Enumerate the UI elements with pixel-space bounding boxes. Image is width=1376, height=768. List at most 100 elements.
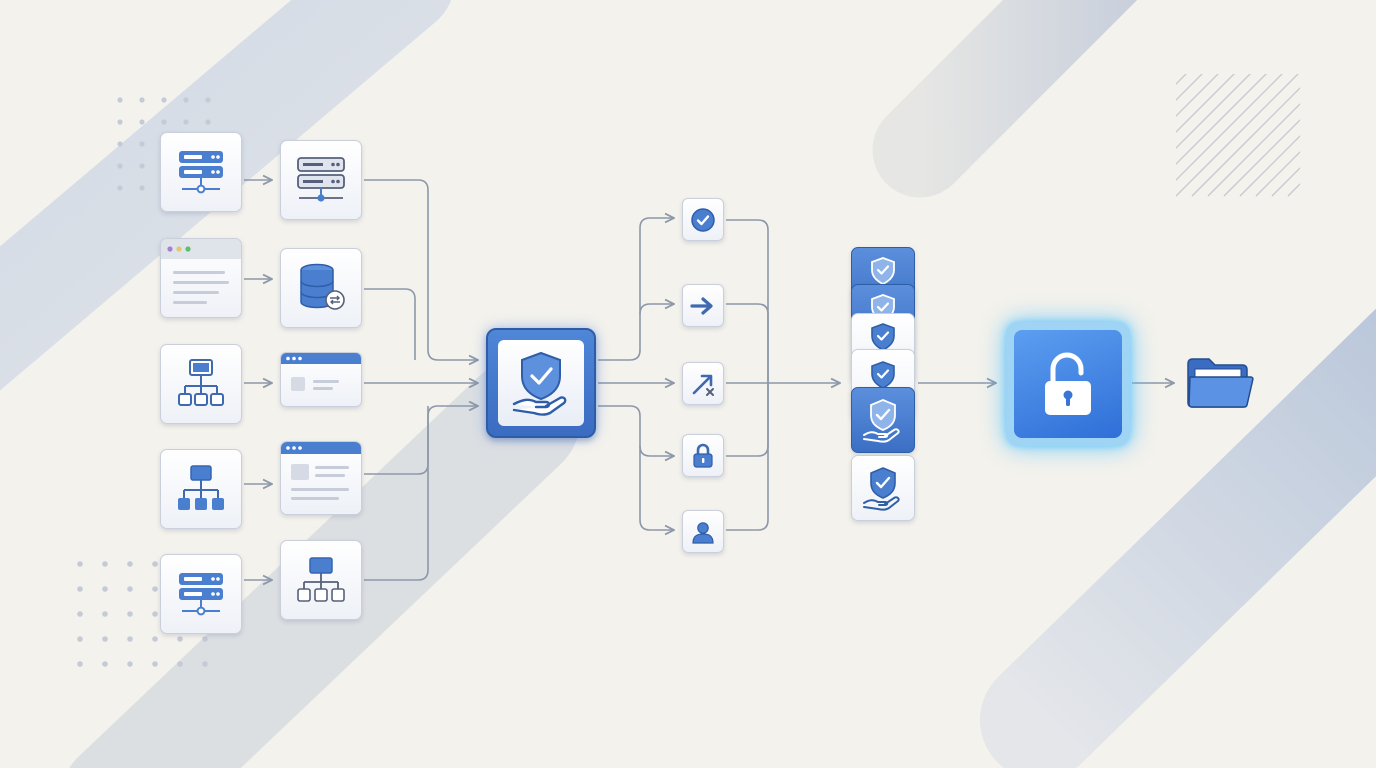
unlock-inner-panel <box>1014 330 1122 438</box>
transform-node-web-page[interactable] <box>280 352 362 407</box>
web-page-icon <box>281 353 361 391</box>
hatch-line <box>1271 167 1300 197</box>
decorative-dot <box>77 561 83 567</box>
connector-arrow <box>364 288 416 360</box>
decorative-dot <box>152 611 158 617</box>
connector-arrow <box>364 179 478 360</box>
decorative-dot <box>152 561 158 567</box>
decorative-dot <box>117 163 123 169</box>
decorative-dot <box>102 586 108 592</box>
decorative-dot <box>102 561 108 567</box>
shield-hand-check-icon <box>863 467 900 511</box>
hatch-line <box>1191 87 1300 197</box>
connector-arrow <box>726 383 769 531</box>
check-node-verified[interactable] <box>682 198 724 241</box>
decorative-dot <box>102 611 108 617</box>
check-node-locked[interactable] <box>682 434 724 477</box>
computer-network-icon <box>178 359 224 406</box>
decorative-dot <box>139 141 145 147</box>
connector-arrow <box>726 303 769 383</box>
decorative-dot <box>102 661 108 667</box>
decorative-dot <box>205 97 211 103</box>
hatch-line <box>1207 103 1300 197</box>
decorative-dot <box>77 586 83 592</box>
source-node-hierarchy[interactable] <box>160 449 242 529</box>
decorative-dot <box>183 119 189 125</box>
folder-icon[interactable] <box>1185 355 1255 411</box>
lock-icon <box>693 443 713 468</box>
hatch-line <box>1176 74 1203 101</box>
hierarchy-icon <box>297 557 345 602</box>
check-circle-icon <box>691 207 715 232</box>
unlock-access-node[interactable] <box>1006 322 1130 446</box>
decorative-dot <box>117 185 123 191</box>
hatch-line <box>1223 119 1300 197</box>
decorative-dot <box>139 97 145 103</box>
decorative-dot <box>152 636 158 642</box>
decorative-dot <box>205 119 211 125</box>
decorative-dot <box>117 141 123 147</box>
decorative-dot <box>183 97 189 103</box>
decorative-dot <box>202 661 208 667</box>
source-node-browser[interactable] <box>160 238 242 318</box>
hatch-line <box>1176 74 1283 181</box>
connector-arrow <box>639 304 674 315</box>
source-node-computer-network[interactable] <box>160 344 242 424</box>
connector-arrow <box>598 405 674 456</box>
transform-node-web-document[interactable] <box>280 441 362 515</box>
diagonal-band <box>872 0 1138 198</box>
transform-node-database[interactable] <box>280 248 362 328</box>
stack-card-shield-hand[interactable] <box>851 455 915 521</box>
decorative-dot <box>127 586 133 592</box>
decorative-dot <box>139 185 145 191</box>
hatch-line <box>1239 135 1300 197</box>
check-node-rejected[interactable] <box>682 362 724 405</box>
connector-arrow <box>598 218 674 361</box>
connector-arrow <box>726 219 769 383</box>
decorative-dot <box>177 661 183 667</box>
hatch-pattern <box>1176 74 1300 197</box>
hierarchy-icon <box>178 465 224 510</box>
transform-node-hierarchy[interactable] <box>280 540 362 620</box>
decorative-dot <box>102 636 108 642</box>
hatch-line <box>1176 74 1219 117</box>
decorative-dot <box>127 661 133 667</box>
diagonal-band <box>980 308 1376 768</box>
server-rack-icon <box>179 151 223 194</box>
arrow-right-icon <box>690 296 713 315</box>
source-node-server[interactable] <box>160 554 242 634</box>
connector-arrow <box>364 406 478 475</box>
diagonal-band <box>0 0 451 391</box>
hatch-line <box>1176 74 1251 149</box>
decorative-dot <box>177 636 183 642</box>
connector-arrow <box>726 383 769 457</box>
source-node-server[interactable] <box>160 132 242 212</box>
decorative-dot <box>161 97 167 103</box>
decorative-dot <box>77 661 83 667</box>
hatch-line <box>1255 151 1300 197</box>
database-sync-icon <box>300 263 345 310</box>
decorative-dot <box>152 586 158 592</box>
check-node-user[interactable] <box>682 510 724 553</box>
decorative-dot <box>127 636 133 642</box>
hatch-line <box>1176 74 1235 133</box>
user-icon <box>692 521 714 544</box>
shield-check-icon <box>871 257 895 286</box>
check-node-forward[interactable] <box>682 284 724 327</box>
decorative-dot <box>117 97 123 103</box>
shield-hand-check-icon <box>863 399 900 443</box>
transform-node-server[interactable] <box>280 140 362 220</box>
unlock-icon <box>1045 352 1091 415</box>
decorative-dot <box>161 119 167 125</box>
stack-card-shield-hand[interactable] <box>851 387 915 453</box>
decorative-dot <box>139 163 145 169</box>
web-document-icon <box>281 442 361 500</box>
decorative-dot <box>202 636 208 642</box>
hatch-line <box>1176 74 1267 165</box>
connector-arrow <box>364 406 429 581</box>
central-security-hub[interactable] <box>486 328 596 438</box>
decorative-dot <box>139 119 145 125</box>
arrow-reject-icon <box>692 374 714 396</box>
shield-check-icon <box>871 323 895 351</box>
